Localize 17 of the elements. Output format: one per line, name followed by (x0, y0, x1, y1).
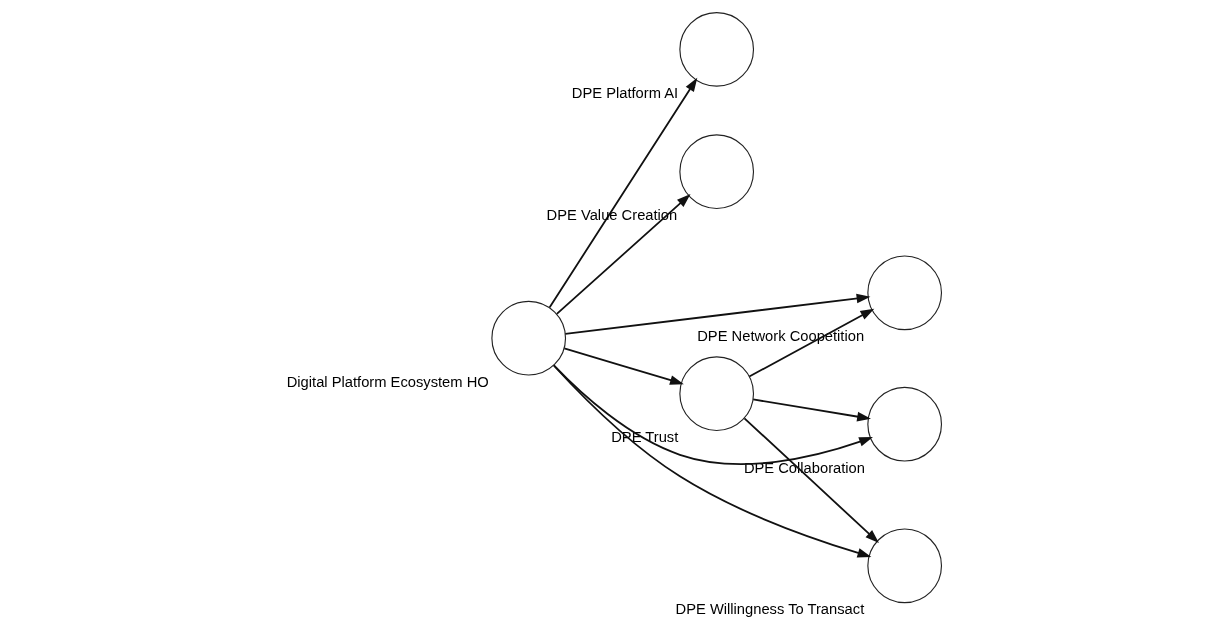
node-label: Digital Platform Ecosystem HO (286, 373, 489, 390)
arrow (562, 347, 684, 385)
node-circle (678, 356, 754, 431)
arrow (751, 398, 871, 422)
arrow (552, 364, 873, 465)
node-circle (490, 300, 566, 376)
arrow (548, 77, 697, 309)
arrow (743, 417, 879, 543)
arrow (747, 308, 874, 378)
node-circle (866, 255, 942, 331)
node-circle (678, 12, 754, 87)
arrow (563, 293, 870, 335)
node-circle (866, 386, 942, 462)
node-label: DPE Platform AI (571, 84, 678, 101)
arrow (555, 194, 691, 315)
arrow (552, 364, 871, 558)
node-label: DPE Willingness To Transact (675, 601, 864, 618)
